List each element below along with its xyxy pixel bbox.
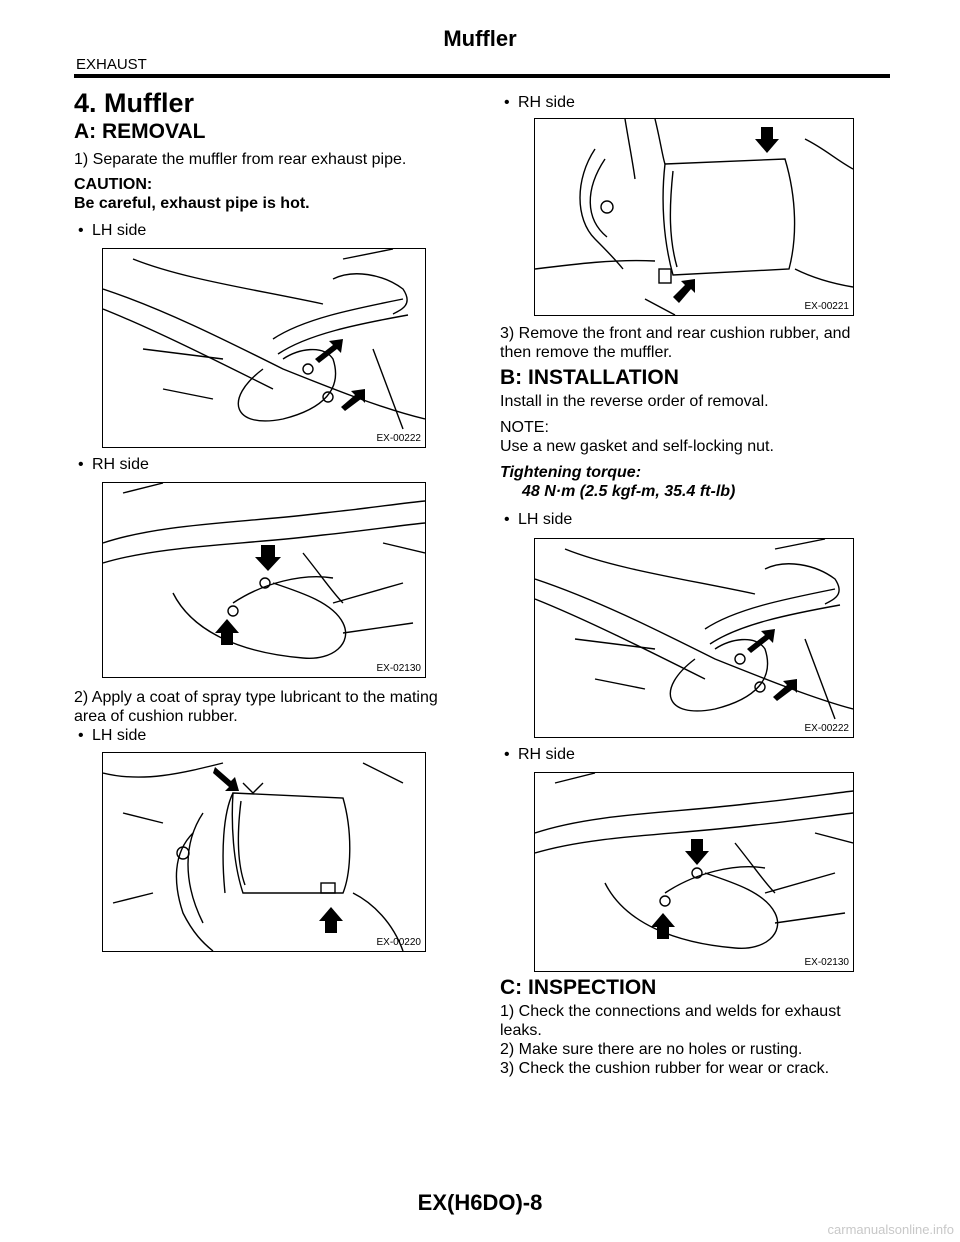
figure-code: EX-00222 [376, 433, 421, 444]
cushion-rh-illustration [535, 119, 853, 315]
section-label: EXHAUST [76, 56, 147, 73]
caution-text: Be careful, exhaust pipe is hot. [74, 195, 310, 212]
watermark-text: carmanualsonline.info [827, 1222, 954, 1237]
muffler-lh-install-illustration [535, 539, 853, 720]
arrow-icon [651, 913, 675, 939]
bullet-lh-side-2: LH side [78, 726, 146, 745]
figure-code: EX-02130 [376, 663, 421, 674]
figure-ex-02130-rh: EX-02130 [102, 482, 426, 678]
muffler-lh-illustration [103, 249, 425, 430]
removal-step-2-line-1: 2) Apply a coat of spray type lubricant … [74, 689, 438, 706]
torque-label: Tightening torque: [500, 464, 642, 481]
inspection-step-1-line-2: leaks. [500, 1022, 542, 1039]
cushion-lh-illustration [103, 762, 404, 951]
removal-step-3-line-2: then remove the muffler. [500, 344, 673, 361]
arrow-icon [213, 767, 239, 791]
bullet-lh-side-3: LH side [504, 510, 572, 529]
figure-code: EX-00220 [376, 937, 421, 948]
figure-ex-00222-lh: EX-00222 [102, 248, 426, 448]
bullet-rh-side-3: RH side [504, 745, 575, 764]
arrow-icon [255, 545, 281, 571]
figure-ex-00220-lh: EX-00220 [102, 752, 426, 952]
inspection-heading: C: INSPECTION [500, 976, 657, 999]
installation-text: Install in the reverse order of removal. [500, 393, 769, 410]
installation-heading: B: INSTALLATION [500, 366, 679, 389]
inspection-step-3: 3) Check the cushion rubber for wear or … [500, 1060, 830, 1077]
figure-code: EX-00222 [804, 723, 849, 734]
arrow-icon [755, 127, 779, 153]
figure-ex-00221-rh: EX-00221 [534, 118, 854, 316]
bullet-rh-side: RH side [78, 455, 149, 474]
figure-code: EX-00221 [804, 301, 849, 312]
arrow-icon [341, 389, 365, 411]
page-footer-id: EX(H6DO)-8 [417, 1190, 543, 1215]
torque-value: 48 N·m (2.5 kgf-m, 35.4 ft-lb) [522, 483, 736, 500]
note-text: Use a new gasket and self-locking nut. [500, 438, 774, 455]
figure-code: EX-02130 [804, 957, 849, 968]
arrow-icon [673, 279, 695, 303]
figure-ex-02130-rh-install: EX-02130 [534, 772, 854, 972]
removal-step-1: 1) Separate the muffler from rear exhaus… [74, 151, 407, 168]
arrow-icon [215, 619, 239, 645]
bullet-rh-side-2: RH side [504, 93, 575, 112]
arrow-icon [747, 629, 775, 653]
removal-heading: A: REMOVAL [74, 120, 206, 143]
inspection-step-1-line-1: 1) Check the connections and welds for e… [500, 1003, 841, 1020]
arrow-icon [773, 679, 797, 701]
removal-step-2-line-2: area of cushion rubber. [74, 708, 238, 725]
bullet-lh-side: LH side [78, 221, 146, 240]
header-divider [74, 74, 890, 78]
figure-ex-00222-lh-install: EX-00222 [534, 538, 854, 738]
page-header-title: Muffler [443, 26, 517, 51]
inspection-step-2: 2) Make sure there are no holes or rusti… [500, 1041, 803, 1058]
muffler-rh-install-illustration [535, 773, 853, 949]
main-title: 4. Muffler [74, 88, 195, 118]
arrow-icon [315, 339, 343, 363]
note-label: NOTE: [500, 419, 549, 436]
arrow-icon [319, 907, 343, 933]
arrow-icon [685, 839, 709, 865]
removal-step-3-line-1: 3) Remove the front and rear cushion rub… [500, 325, 851, 342]
muffler-rh-illustration [103, 483, 425, 659]
caution-label: CAUTION: [74, 176, 153, 193]
